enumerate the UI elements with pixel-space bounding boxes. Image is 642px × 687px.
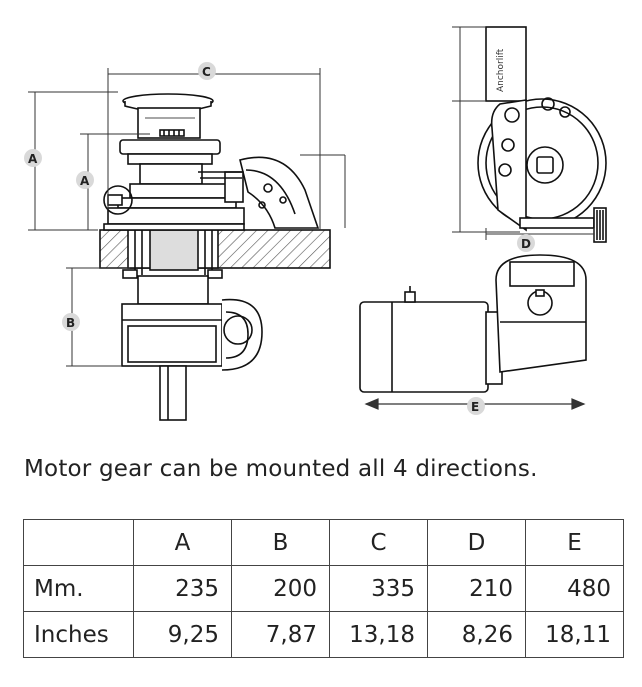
table-header-row: A B C D E xyxy=(23,519,624,566)
header-cell: D xyxy=(427,519,526,566)
label-d: D xyxy=(521,237,531,251)
gypsy xyxy=(139,163,203,185)
table-cell: 200 xyxy=(231,565,330,612)
table-cell: 480 xyxy=(525,565,624,612)
header-cell: A xyxy=(133,519,232,566)
row-label: Inches xyxy=(23,611,134,658)
end-view: Anchorlift xyxy=(477,26,607,243)
label-e: E xyxy=(471,400,479,414)
header-cell: C xyxy=(329,519,428,566)
label-a-inner: A xyxy=(80,174,90,188)
dimension-labels: A A B C D E xyxy=(24,62,535,415)
table-cell: 13,18 xyxy=(329,611,428,658)
windlass-drawing: Anchorlift xyxy=(24,26,607,421)
header-cell: E xyxy=(525,519,624,566)
table-cell: 7,87 xyxy=(231,611,330,658)
caption: Motor gear can be mounted all 4 directio… xyxy=(24,456,538,482)
table-row: Inches 9,25 7,87 13,18 8,26 18,11 xyxy=(23,611,624,658)
label-a-outer: A xyxy=(28,152,38,166)
rear-view xyxy=(359,254,587,393)
dimensions-table: A B C D E Mm. 235 200 335 210 480 Inches… xyxy=(23,519,624,658)
table-cell: 8,26 xyxy=(427,611,526,658)
label-b: B xyxy=(66,316,75,330)
table-cell: 9,25 xyxy=(133,611,232,658)
brand-label: Anchorlift xyxy=(496,48,506,92)
motor-tube xyxy=(485,26,527,102)
table-cell: 335 xyxy=(329,565,428,612)
table-cell: 210 xyxy=(427,565,526,612)
row-label: Mm. xyxy=(23,565,134,612)
table-cell: 18,11 xyxy=(525,611,624,658)
table-row: Mm. 235 200 335 210 480 xyxy=(23,565,624,612)
label-c: C xyxy=(202,65,211,79)
motor-body xyxy=(359,301,489,393)
end-view-dimensions xyxy=(452,26,595,240)
side-view xyxy=(99,93,331,421)
header-cell xyxy=(23,519,134,566)
table-cell: 235 xyxy=(133,565,232,612)
header-cell: B xyxy=(231,519,330,566)
